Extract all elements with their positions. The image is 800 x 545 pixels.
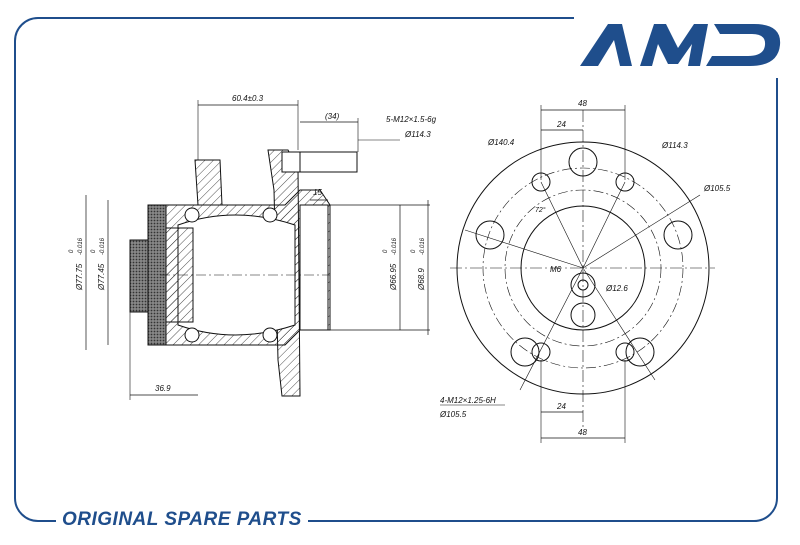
dim-1143: Ø114.3 bbox=[661, 141, 688, 150]
dim-48-top: 48 bbox=[578, 99, 587, 108]
dim-15: 15 bbox=[313, 188, 322, 197]
stud-hole-top bbox=[568, 147, 598, 177]
stud-hole-bottom-left bbox=[510, 337, 540, 367]
dim-inner-1: Ø66.95 bbox=[389, 263, 398, 291]
dim-m6: M6 bbox=[550, 265, 562, 274]
dim-inner-1-tol-hi: 0 bbox=[383, 249, 389, 253]
pcd-1404-circle bbox=[482, 167, 684, 369]
ball-upper-2 bbox=[262, 207, 278, 223]
front-view: 48 24 Ø140.4 Ø114.3 Ø105.5 M6 Ø12.6 72° … bbox=[439, 99, 731, 443]
pcd-1055-circle bbox=[504, 189, 662, 347]
dim-outer-1: Ø77.75 bbox=[75, 263, 84, 291]
dim-pcd: Ø114.3 bbox=[404, 130, 431, 139]
dim-1055-bottom: Ø105.5 bbox=[439, 410, 467, 419]
abs-ring bbox=[129, 239, 149, 313]
side-section-view: 60.4±0.3 (34) 5-M12×1.5-6g Ø114.3 15 36.… bbox=[69, 94, 437, 400]
dim-126: Ø12.6 bbox=[605, 284, 628, 293]
footer-tagline: ORIGINAL SPARE PARTS bbox=[56, 509, 308, 531]
dim-hole: 4-M12×1.25-6H bbox=[440, 396, 496, 405]
stud-hole-left bbox=[475, 220, 505, 250]
ball-lower-1 bbox=[184, 327, 200, 343]
dim-outer-2-tol-lo: -0.016 bbox=[100, 237, 106, 255]
dim-24-top: 24 bbox=[556, 120, 566, 129]
dim-outer-1-tol-lo: -0.016 bbox=[78, 237, 84, 255]
dim-outer-1-tol-hi: 0 bbox=[69, 249, 75, 253]
amd-logo-mark bbox=[580, 24, 781, 66]
dim-flange-width: 60.4±0.3 bbox=[232, 94, 264, 103]
flange-outline bbox=[456, 141, 710, 395]
wheel-stud bbox=[281, 151, 358, 173]
dim-inner-2-tol-lo: -0.016 bbox=[420, 237, 426, 255]
dim-1404: Ø140.4 bbox=[487, 138, 515, 147]
dim-inner-2-tol-hi: 0 bbox=[411, 249, 417, 253]
dim-outer-2-tol-hi: 0 bbox=[91, 249, 97, 253]
pilot bbox=[299, 204, 329, 331]
dim-1055: Ø105.5 bbox=[703, 184, 731, 193]
upper-boss bbox=[194, 159, 223, 206]
thread-hole-3 bbox=[531, 342, 551, 362]
dim-stud-length: (34) bbox=[325, 112, 340, 121]
dim-369: 36.9 bbox=[155, 384, 171, 393]
stud-hole-right bbox=[663, 220, 693, 250]
dim-angle: 72° bbox=[535, 206, 546, 214]
drawing-frame bbox=[14, 17, 778, 522]
dim-bolt: 5-M12×1.5-6g bbox=[386, 115, 437, 124]
dim-24-bottom: 24 bbox=[556, 402, 566, 411]
lower-hole bbox=[570, 302, 596, 328]
thread-hole-4 bbox=[615, 342, 635, 362]
dim-inner-2: Ø68.9 bbox=[417, 268, 426, 291]
center-boss-inner bbox=[577, 279, 589, 291]
hub-outline bbox=[520, 205, 646, 331]
ball-upper-1 bbox=[184, 207, 200, 223]
ball-lower-2 bbox=[262, 327, 278, 343]
dim-48-bottom: 48 bbox=[578, 428, 587, 437]
dim-outer-2: Ø77.45 bbox=[97, 263, 106, 291]
dim-inner-1-tol-lo: -0.016 bbox=[392, 237, 398, 255]
amd-logo bbox=[574, 14, 788, 78]
stud-hole-bottom-right bbox=[625, 337, 655, 367]
center-boss bbox=[570, 272, 596, 298]
